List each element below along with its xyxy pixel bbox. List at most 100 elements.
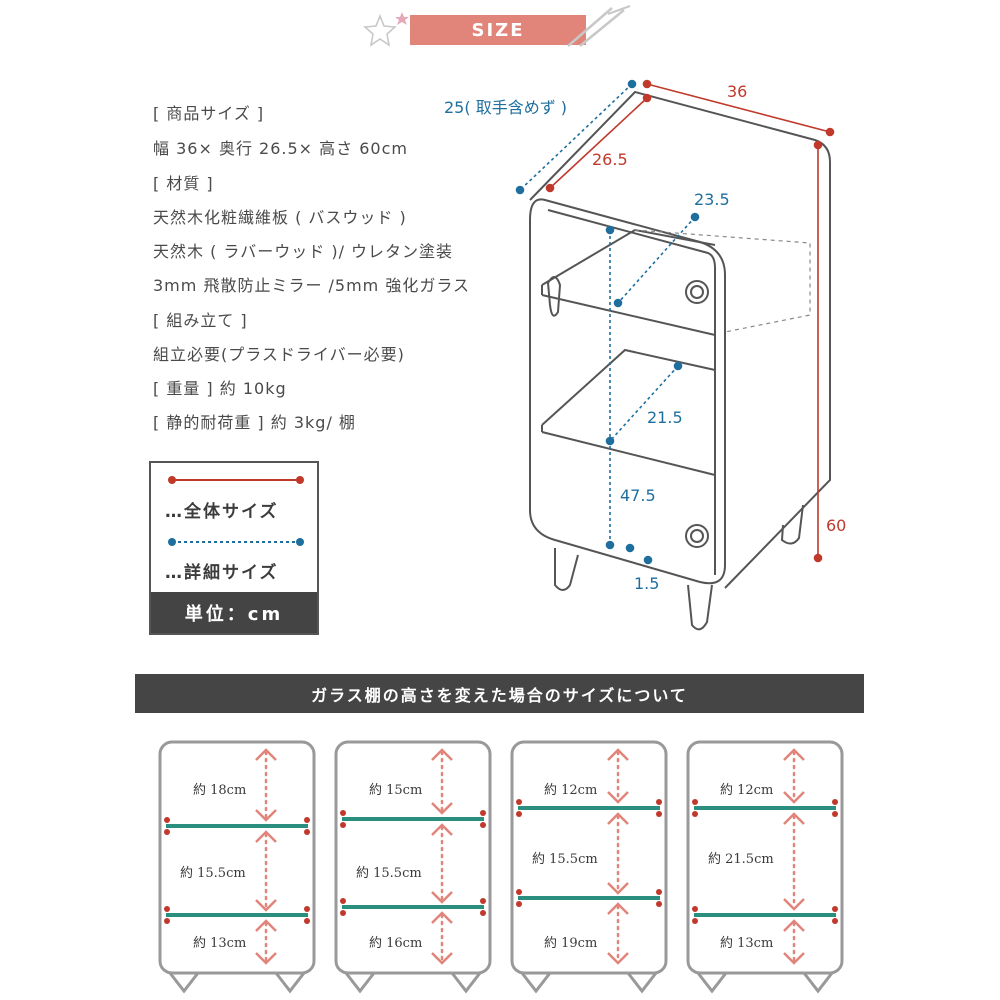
variant-shelf-pin: [656, 799, 662, 805]
variant-shelf-pin: [656, 889, 662, 895]
lower-height-label: 47.5: [620, 486, 656, 505]
material-heading: [ 材質 ]: [153, 174, 214, 193]
variant-leg-left: [696, 972, 728, 994]
variant-arrow-head-up: [607, 748, 629, 761]
cab4-bottom-label: 約 13cm: [720, 936, 774, 951]
variant-arrow-head-up: [431, 911, 453, 924]
variant-shelf-pin: [692, 811, 698, 817]
cabinet-diagram: [515, 79, 835, 631]
variant-shelf-pin: [516, 799, 522, 805]
cab4-middle-label: 約 21.5cm: [708, 852, 774, 867]
variant-arrow-head-down: [255, 809, 277, 822]
cab3-top-label: 約 12cm: [544, 783, 598, 798]
cab2-bottom-label: 約 16cm: [369, 936, 423, 951]
variant-shelf-pin: [692, 918, 698, 924]
variant-arrow-head-down: [607, 952, 629, 965]
variant-cabinet-frame: [334, 740, 492, 975]
weight-heading: [ 重量 ]: [153, 379, 214, 398]
variant-shelf-pin: [516, 901, 522, 907]
variant-shelf-pin: [656, 811, 662, 817]
variant-shelf-pin: [304, 817, 310, 823]
variant-shelf-pin: [164, 829, 170, 835]
cab2-middle-label: 約 15.5cm: [356, 866, 422, 881]
cab1-bottom-label: 約 13cm: [193, 936, 247, 951]
cab3-bottom-label: 約 19cm: [544, 936, 598, 951]
variant-arrow-head-down: [431, 891, 453, 904]
variant-shelf-pin: [340, 898, 346, 904]
detail-line-sample: [168, 538, 304, 546]
cab4-top-label: 約 12cm: [720, 783, 774, 798]
load-value: 約 3kg/ 棚: [270, 413, 356, 432]
variant-arrow-head-up: [255, 830, 277, 843]
legend-detail-label: …詳細サイズ: [165, 563, 279, 583]
variant-arrow-head-down: [783, 952, 805, 965]
variant-cabinet-frame: [686, 740, 844, 975]
variant-leg-left: [520, 972, 552, 994]
variant-leg-left: [344, 972, 376, 994]
variant-shelf-pin: [164, 918, 170, 924]
variant-arrow-head-down: [255, 899, 277, 912]
product-size-value: 幅 36× 奥行 26.5× 高さ 60cm: [153, 139, 408, 158]
variant-arrow-head-down: [783, 898, 805, 911]
variant-arrow-head-up: [431, 823, 453, 836]
variant-leg-right: [626, 972, 658, 994]
assembly-value: 組立必要(プラスドライバー必要): [153, 345, 405, 364]
cab1-top-label: 約 18cm: [193, 783, 247, 798]
legend-box: …全体サイズ …詳細サイズ 単位：cm: [149, 461, 319, 635]
variant-shelf-pin: [832, 918, 838, 924]
variant-leg-right: [274, 972, 306, 994]
variant-shelf-pin: [692, 799, 698, 805]
unit-label: 単位：cm: [151, 592, 317, 633]
variant-shelf-pin: [164, 906, 170, 912]
variant-shelf-pin: [304, 906, 310, 912]
variant-shelf-pin: [832, 811, 838, 817]
variant-shelf-pin: [304, 829, 310, 835]
variant-shelf-pin: [304, 918, 310, 924]
variant-shelf-pin: [480, 810, 486, 816]
weight-line: [ 重量 ] 約 10kg: [153, 375, 287, 399]
cab2-top-label: 約 15cm: [369, 783, 423, 798]
depth-no-handle-label: 25( 取手含めず ): [444, 98, 568, 117]
variant-shelf-pin: [832, 906, 838, 912]
variant-arrow-head-down: [607, 791, 629, 804]
legend-overall-label: …全体サイズ: [165, 502, 279, 522]
load-line: [ 静的耐荷重 ] 約 3kg/ 棚: [153, 409, 356, 433]
variant-shelf-pin: [164, 817, 170, 823]
variant-leg-right: [450, 972, 482, 994]
variant-shelf-pin: [692, 906, 698, 912]
material-line-1: 天然木化粧繊維板 ( バスウッド ): [153, 208, 407, 227]
thickness-label: 1.5: [634, 574, 660, 593]
variant-shelf-pin: [480, 910, 486, 916]
variant-arrow-head-down: [607, 882, 629, 895]
cab3-middle-label: 約 15.5cm: [532, 852, 598, 867]
material-line-3: 3mm 飛散防止ミラー /5mm 強化ガラス: [153, 276, 471, 295]
pencil-decoration-icon: [567, 5, 631, 47]
variant-arrow-head-up: [783, 919, 805, 932]
variant-arrow-head-down: [431, 802, 453, 815]
variant-arrow-head-up: [783, 748, 805, 761]
variant-shelf-pin: [480, 898, 486, 904]
variant-arrow-head-up: [607, 812, 629, 825]
material-line-2: 天然木 ( ラバーウッド )/ ウレタン塗装: [153, 242, 454, 261]
overall-line-sample: [168, 476, 304, 484]
weight-value: 約 10kg: [219, 379, 287, 398]
variant-leg-right: [802, 972, 834, 994]
variant-shelf-pin: [340, 910, 346, 916]
load-heading: [ 静的耐荷重 ]: [153, 413, 265, 432]
variant-arrow-head-down: [255, 952, 277, 965]
variant-arrow-head-up: [783, 812, 805, 825]
product-size-heading: [ 商品サイズ ]: [153, 104, 265, 123]
variant-arrow-head-up: [431, 748, 453, 761]
variant-arrow-head-up: [607, 902, 629, 915]
shelf-variants-diagram: [158, 740, 844, 994]
variant-cabinet-frame: [510, 740, 668, 975]
cab1-middle-label: 約 15.5cm: [180, 866, 246, 881]
variant-shelf-pin: [340, 822, 346, 828]
height-total-label: 60: [826, 516, 847, 535]
variant-shelf-pin: [480, 822, 486, 828]
alt-section-title: ガラス棚の高さを変えた場合のサイズについて: [311, 685, 688, 705]
variant-leg-left: [168, 972, 200, 994]
shelf-gap-label: 21.5: [647, 408, 683, 427]
size-title: SIZE: [471, 19, 525, 41]
size-banner: SIZE: [410, 15, 586, 45]
